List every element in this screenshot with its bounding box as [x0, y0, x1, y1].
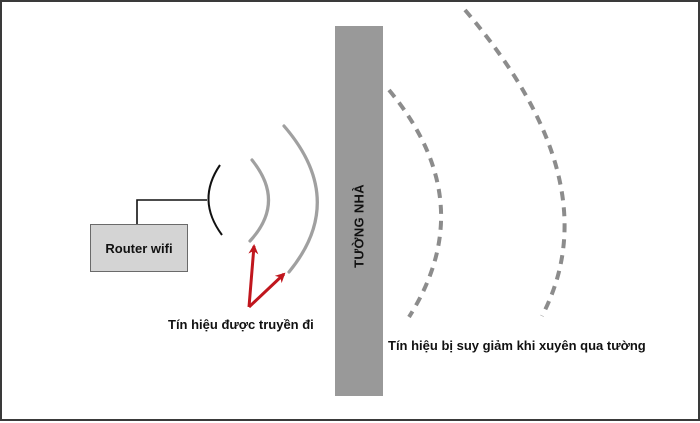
signal-wave-outer: [282, 124, 319, 274]
attenuated-wave-inner: [387, 88, 443, 319]
arrow-to-outer-wave-icon: [247, 272, 286, 309]
caption-signal-attenuated: Tín hiệu bị suy giảm khi xuyên qua tường: [388, 338, 646, 353]
router-box: Router wifi: [90, 224, 188, 272]
caption-signal-sent: Tín hiệu được truyền đi: [168, 317, 314, 332]
wall-label: TƯỜNG NHÀ: [351, 184, 367, 268]
arrow-to-inner-wave-icon: [247, 244, 259, 308]
antenna-arc-icon: [207, 164, 223, 236]
attenuated-wave-outer: [463, 8, 567, 317]
house-wall: TƯỜNG NHÀ: [335, 26, 383, 396]
router-label: Router wifi: [105, 240, 173, 256]
router-cable: [136, 199, 207, 224]
signal-wave-inner: [248, 158, 271, 243]
